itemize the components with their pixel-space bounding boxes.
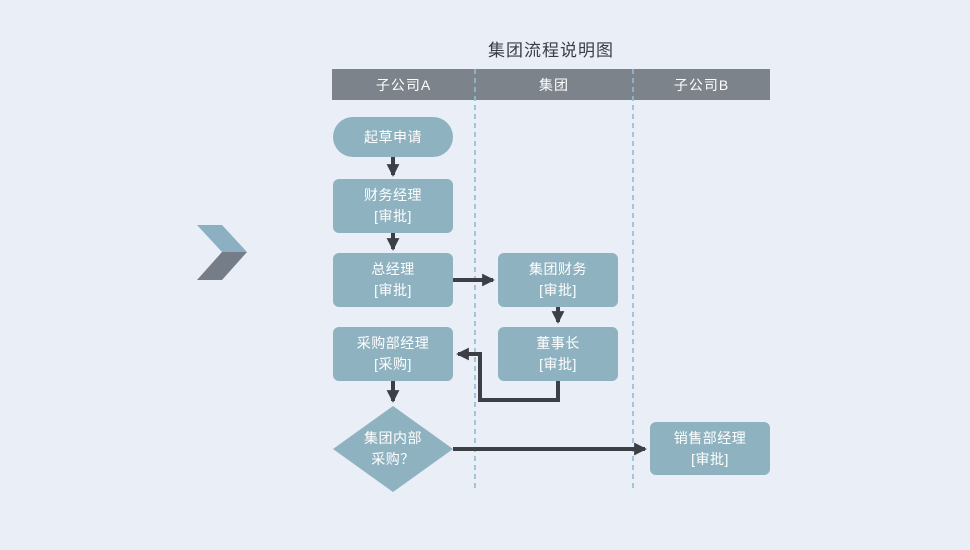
node-sublabel: [审批] xyxy=(374,282,412,298)
node-finance-manager: 财务经理 [审批] xyxy=(333,179,453,233)
node-sublabel: [审批] xyxy=(691,450,729,467)
node-label: 总经理 xyxy=(371,261,415,277)
node-label: 销售部经理 xyxy=(673,429,747,446)
node-label: 财务经理 xyxy=(364,187,422,203)
node-group-finance: 集团财务 [审批] xyxy=(498,253,618,307)
node-sublabel: [审批] xyxy=(539,356,577,372)
node-start-request: 起草申请 xyxy=(333,117,453,157)
swimlane-header: 子公司A 集团 子公司B xyxy=(332,69,770,100)
node-label: 董事长 xyxy=(536,335,580,351)
chevron-icon xyxy=(197,225,247,280)
node-label: 起草申请 xyxy=(364,128,422,145)
lane-header-subsidiary-b: 子公司B xyxy=(673,76,730,93)
node-sublabel: [审批] xyxy=(539,282,577,298)
node-sublabel: [采购] xyxy=(374,356,412,372)
node-chairman: 董事长 [审批] xyxy=(498,327,618,381)
node-purchasing-manager: 采购部经理 [采购] xyxy=(333,327,453,381)
lane-header-group: 集团 xyxy=(539,76,569,93)
node-sublabel: 采购？ xyxy=(371,451,415,467)
lane-header-subsidiary-a: 子公司A xyxy=(375,76,432,93)
diagram-title: 集团流程说明图 xyxy=(488,41,614,60)
node-label: 集团内部 xyxy=(364,430,422,446)
node-general-manager: 总经理 [审批] xyxy=(333,253,453,307)
node-label: 采购部经理 xyxy=(356,335,430,351)
node-label: 集团财务 xyxy=(529,261,587,277)
node-sales-manager: 销售部经理 [审批] xyxy=(650,422,770,475)
node-decision-internal-purchase: 集团内部 采购？ xyxy=(333,406,453,492)
node-sublabel: [审批] xyxy=(374,208,412,224)
